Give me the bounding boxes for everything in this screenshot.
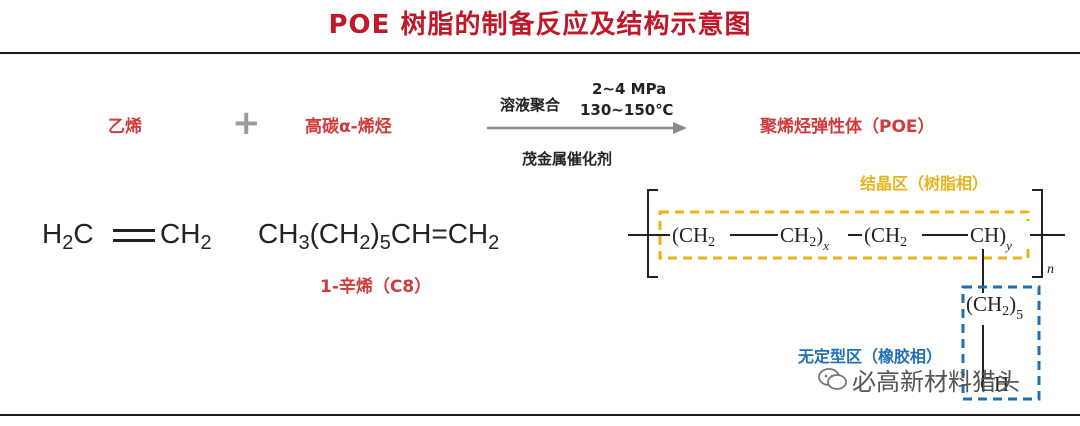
double-bond-bottom	[113, 239, 155, 242]
page-title: POE 树脂的制备反应及结构示意图	[328, 10, 752, 40]
octene-formula: CH3(CH2)5CH=CH2	[258, 218, 500, 254]
repeat-index-n: n	[1047, 262, 1054, 277]
bottom-divider	[0, 414, 1080, 416]
side-chain-ch2: (CH2)5	[966, 292, 1024, 323]
temperature-condition: 130~150℃	[580, 101, 674, 119]
ethylene-formula-left: H2C	[42, 218, 94, 254]
crystalline-region-label: 结晶区（树脂相）	[860, 174, 989, 193]
octene-label: 1-辛烯（C8）	[320, 277, 432, 297]
poe-structure-diagram	[628, 189, 1065, 401]
product-label: 聚烯烃弹性体（POE）	[760, 117, 935, 137]
catalyst-label: 茂金属催化剂	[522, 150, 613, 168]
plus-sign: +	[232, 103, 261, 143]
polymerization-method: 溶液聚合	[500, 96, 561, 114]
pressure-condition: 2~4 MPa	[592, 80, 667, 98]
olefin-label: 高碳α-烯烃	[305, 117, 392, 137]
amorphous-region-label: 无定型区（橡胶相）	[798, 347, 943, 366]
ethylene-formula-right: CH2	[160, 218, 212, 254]
reaction-arrow-icon	[487, 122, 687, 134]
chain-seg2-start: (CH2	[864, 223, 908, 250]
double-bond-top	[113, 229, 155, 232]
top-divider	[0, 52, 1080, 54]
watermark-text: 必高新材料猎头	[852, 368, 1020, 396]
wechat-icon	[818, 368, 847, 390]
ethylene-label: 乙烯	[108, 117, 142, 137]
chain-seg1-start: (CH2	[672, 223, 716, 250]
chain-seg2-end: CH)y	[970, 223, 1012, 253]
chain-seg1-end: CH2)x	[780, 223, 829, 253]
side-chain-end: CH	[980, 372, 1010, 396]
